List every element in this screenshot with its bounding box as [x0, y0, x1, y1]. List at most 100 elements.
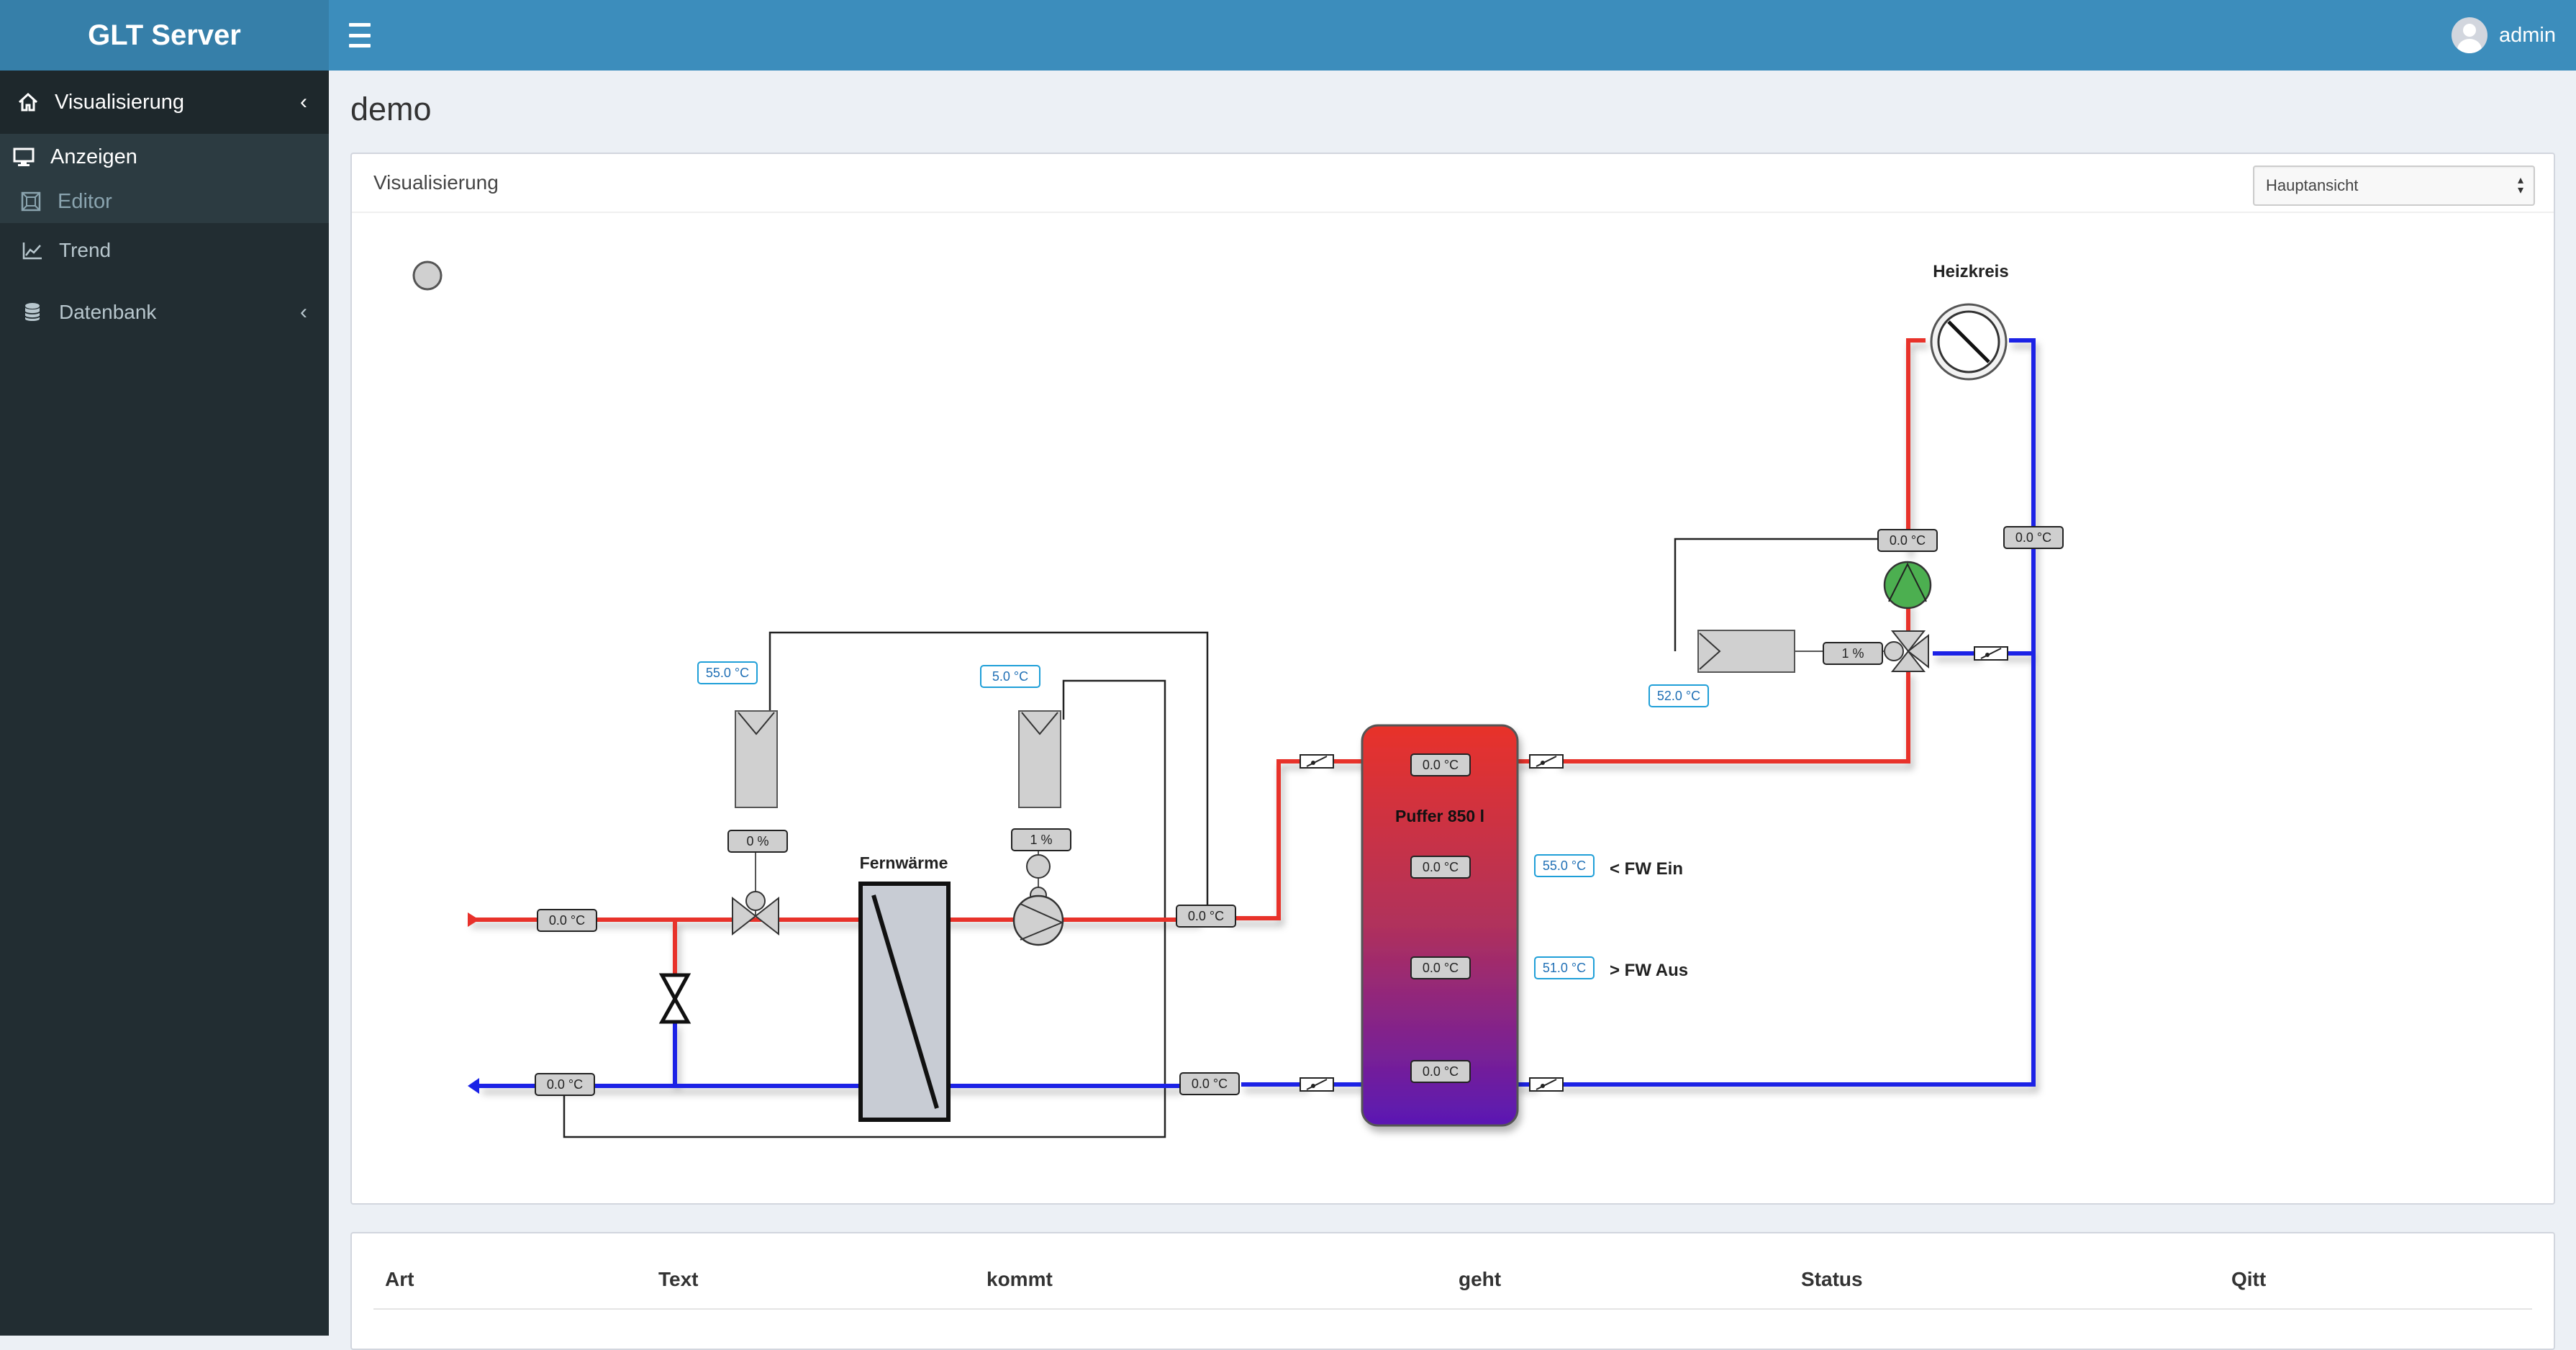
pump-actuator[interactable] — [1018, 710, 1061, 808]
heat-exchanger-label: Fernwärme — [860, 853, 948, 872]
sidebar-item-label: Datenbank — [59, 301, 157, 323]
readout-supply-in[interactable]: 0.0 °C — [537, 909, 597, 932]
sidebar-item-label: Visualisierung — [55, 90, 185, 114]
setpoint-hk[interactable]: 52.0 °C — [1648, 684, 1709, 707]
readout-hx-out-return[interactable]: 0.0 °C — [1179, 1072, 1240, 1095]
view-select-value: Hauptansicht — [2266, 176, 2359, 194]
check-valve-icon — [1529, 1077, 1564, 1092]
buffer-tank[interactable] — [1361, 724, 1519, 1127]
top-navbar: admin — [329, 0, 2576, 71]
avatar — [2452, 17, 2487, 53]
heizkreis-consumer[interactable] — [1930, 303, 2008, 381]
readout-valve-position[interactable]: 0 % — [727, 830, 788, 853]
svg-text:55.0 °C: 55.0 °C — [1543, 859, 1586, 873]
check-valves — [1300, 646, 2008, 1092]
svg-text:0.0 °C: 0.0 °C — [1188, 909, 1224, 923]
svg-text:0.0 °C: 0.0 °C — [1192, 1077, 1228, 1091]
view-select[interactable]: Hauptansicht ▴▾ — [2253, 166, 2535, 206]
sidebar-toggle-icon[interactable] — [349, 23, 371, 47]
panel-title: Visualisierung — [373, 171, 499, 194]
sidebar-item-label: Trend — [59, 239, 112, 261]
readout-buffer-3[interactable]: 0.0 °C — [1410, 956, 1471, 979]
sidebar-item-editor[interactable]: Editor — [0, 180, 329, 223]
check-valve-icon — [1300, 754, 1334, 769]
column-header-text[interactable]: Text — [658, 1268, 699, 1290]
readout-hk-supply[interactable]: 0.0 °C — [1877, 529, 1938, 552]
column-header-art[interactable]: Art — [385, 1268, 414, 1290]
return-outlet-arrow — [468, 1078, 479, 1094]
home-icon — [18, 92, 38, 112]
column-header-status[interactable]: Status — [1801, 1268, 1863, 1290]
svg-text:0.0 °C: 0.0 °C — [1423, 860, 1459, 874]
panel-header: Visualisierung Hauptansicht ▴▾ — [352, 154, 2554, 213]
hydraulic-scheme: Heizkreis Puffer 850 l Fernwärme — [412, 261, 2064, 1138]
svg-text:5.0 °C: 5.0 °C — [992, 669, 1028, 684]
supply-inlet-arrow — [468, 912, 479, 927]
mixer-actuator[interactable] — [1697, 630, 1795, 673]
check-valve-icon — [1974, 646, 2008, 661]
svg-text:0.0 °C: 0.0 °C — [549, 913, 585, 928]
heating-pump[interactable] — [1883, 561, 1932, 610]
readout-buffer-2[interactable]: 0.0 °C — [1410, 856, 1471, 879]
bypass-valve[interactable] — [658, 973, 691, 1024]
check-valve-icon — [1300, 1077, 1334, 1092]
sidebar-item-label: Editor — [58, 189, 112, 213]
column-header-geht[interactable]: geht — [1459, 1268, 1502, 1290]
page-title: demo — [350, 91, 432, 127]
mixing-valve[interactable] — [1795, 630, 1929, 672]
editor-icon — [21, 191, 41, 212]
svg-text:52.0 °C: 52.0 °C — [1657, 689, 1700, 703]
user-menu[interactable]: admin — [2452, 17, 2556, 53]
buffer-tank-label: Puffer 850 l — [1395, 807, 1484, 825]
svg-text:0.0 °C: 0.0 °C — [1423, 961, 1459, 975]
valve-actuator[interactable] — [735, 710, 778, 808]
fw-aus-label: > FW Aus — [1610, 961, 1688, 980]
column-header-qitt[interactable]: Qitt — [2231, 1268, 2267, 1290]
readout-hk-return[interactable]: 0.0 °C — [2003, 526, 2064, 549]
user-name: admin — [2499, 23, 2556, 47]
heizkreis-label: Heizkreis — [1933, 262, 2008, 281]
sidebar-submenu: Anzeigen Editor — [0, 134, 329, 223]
readout-buffer-4[interactable]: 0.0 °C — [1410, 1060, 1471, 1083]
setpoint-readouts: 55.0 °C 5.0 °C 55.0 °C 51.0 °C 52.0 °C — [697, 661, 1709, 979]
sidebar-item-trend[interactable]: Trend — [0, 223, 329, 278]
database-icon — [24, 303, 40, 321]
setpoint-fw-ein[interactable]: 55.0 °C — [1534, 854, 1595, 877]
readout-return-out[interactable]: 0.0 °C — [535, 1073, 595, 1096]
svg-text:1 %: 1 % — [1030, 833, 1052, 847]
heat-exchanger[interactable] — [858, 882, 951, 1122]
svg-text:0.0 °C: 0.0 °C — [547, 1077, 583, 1092]
monitor-icon — [13, 148, 35, 166]
setpoint-fw-aus[interactable]: 51.0 °C — [1534, 956, 1595, 979]
sidebar-item-datenbank[interactable]: Datenbank ‹ — [0, 278, 329, 347]
svg-text:55.0 °C: 55.0 °C — [706, 666, 749, 680]
value-readouts: 0.0 °C 0.0 °C 0 % 1 % 0.0 °C 0.0 °C 0.0 … — [535, 526, 2064, 1096]
status-indicator[interactable] — [412, 261, 443, 291]
sidebar-item-anzeigen[interactable]: Anzeigen — [0, 134, 329, 180]
setpoint-pump[interactable]: 5.0 °C — [980, 665, 1040, 688]
sidebar-item-visualisierung[interactable]: Visualisierung ‹ — [0, 71, 329, 134]
svg-text:0.0 °C: 0.0 °C — [2015, 530, 2051, 545]
check-valve-icon — [1529, 754, 1564, 769]
sidebar: Visualisierung ‹ Anzeigen Editor Trend — [0, 71, 329, 1336]
select-arrows-icon: ▴▾ — [2517, 174, 2523, 196]
primary-pump[interactable] — [1012, 832, 1064, 946]
sidebar-item-label: Anzeigen — [50, 145, 137, 168]
svg-text:0.0 °C: 0.0 °C — [1423, 758, 1459, 772]
column-header-kommt[interactable]: kommt — [987, 1268, 1053, 1290]
line-chart-icon — [22, 243, 42, 260]
readout-hk-mix[interactable]: 1 % — [1823, 642, 1883, 665]
svg-text:0 %: 0 % — [746, 834, 768, 848]
svg-text:51.0 °C: 51.0 °C — [1543, 961, 1586, 975]
readout-pump-speed[interactable]: 1 % — [1011, 828, 1071, 851]
chevron-left-icon: ‹ — [300, 90, 307, 114]
readout-hx-out-supply[interactable]: 0.0 °C — [1176, 905, 1236, 928]
fw-ein-label: < FW Ein — [1610, 859, 1683, 879]
chevron-left-icon: ‹ — [300, 300, 307, 324]
setpoint-valve[interactable]: 55.0 °C — [697, 661, 758, 684]
table-divider — [373, 1308, 2532, 1310]
readout-buffer-1[interactable]: 0.0 °C — [1410, 753, 1471, 776]
svg-text:0.0 °C: 0.0 °C — [1890, 533, 1926, 548]
control-lines — [563, 538, 1907, 1138]
app-logo[interactable]: GLT Server — [0, 0, 329, 71]
